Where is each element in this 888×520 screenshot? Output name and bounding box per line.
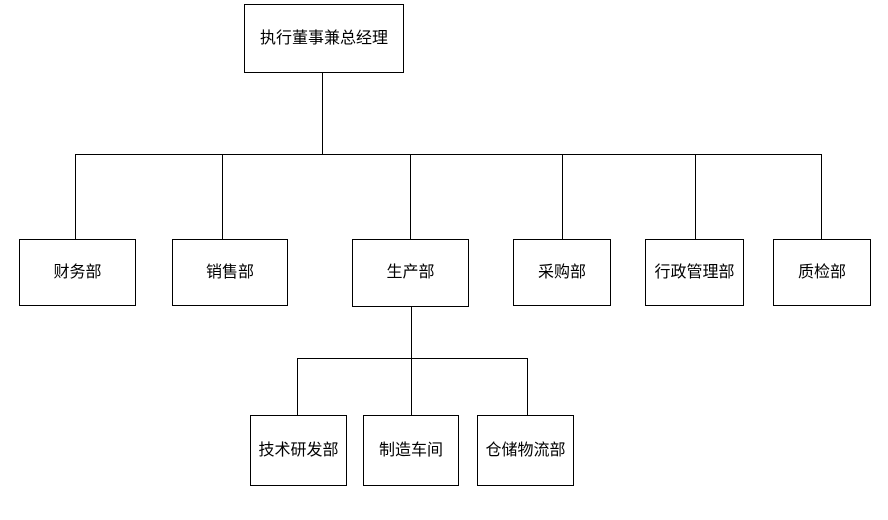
org-node-purchasing-label: 采购部 [537, 263, 586, 281]
connector-drop-workshop [411, 358, 412, 415]
org-node-finance-label: 财务部 [53, 263, 102, 281]
org-node-root-label: 执行董事兼总经理 [259, 29, 388, 47]
connector-level3-bus [297, 358, 528, 359]
org-node-sales[interactable]: 销售部 [172, 239, 288, 306]
connector-root-stem [322, 72, 323, 154]
org-node-workshop-label: 制造车间 [378, 441, 443, 459]
connector-drop-purchasing [562, 154, 563, 239]
org-node-root[interactable]: 执行董事兼总经理 [244, 4, 404, 73]
connector-level2-bus [75, 154, 822, 155]
connector-drop-admin [695, 154, 696, 239]
org-node-sales-label: 销售部 [205, 263, 254, 281]
org-node-finance[interactable]: 财务部 [19, 239, 136, 306]
org-node-purchasing[interactable]: 采购部 [513, 239, 611, 306]
connector-drop-finance [75, 154, 76, 239]
connector-production-stem [411, 306, 412, 358]
org-node-logistics-label: 仓储物流部 [485, 441, 566, 459]
org-node-admin[interactable]: 行政管理部 [645, 239, 744, 306]
connector-drop-rnd [297, 358, 298, 415]
org-node-production[interactable]: 生产部 [352, 239, 469, 307]
connector-drop-quality [821, 154, 822, 239]
org-node-workshop[interactable]: 制造车间 [363, 415, 459, 486]
connector-drop-production [410, 154, 411, 239]
connector-drop-logistics [527, 358, 528, 415]
org-node-rnd[interactable]: 技术研发部 [250, 415, 347, 486]
org-node-production-label: 生产部 [386, 264, 435, 281]
org-node-logistics[interactable]: 仓储物流部 [477, 415, 574, 486]
org-node-quality-label: 质检部 [797, 263, 846, 281]
org-node-quality[interactable]: 质检部 [773, 239, 871, 306]
org-node-admin-label: 行政管理部 [654, 263, 735, 281]
connector-drop-sales [222, 154, 223, 239]
org-node-rnd-label: 技术研发部 [258, 441, 339, 459]
